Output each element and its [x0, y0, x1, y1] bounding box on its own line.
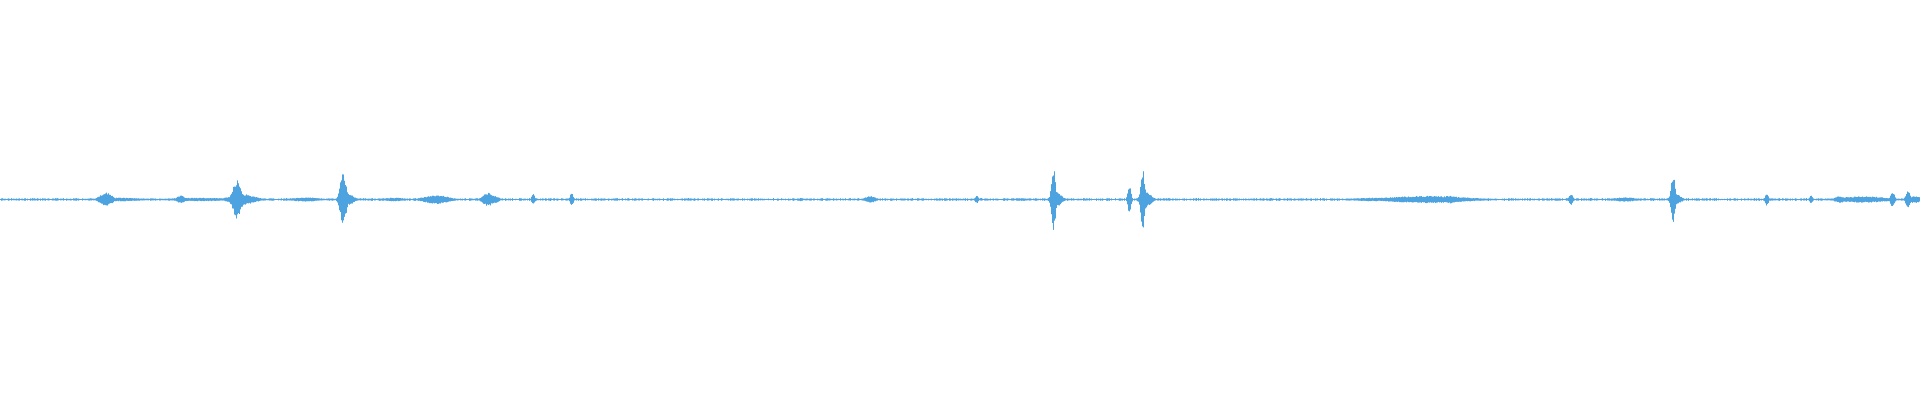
waveform-trace: [0, 171, 1920, 230]
